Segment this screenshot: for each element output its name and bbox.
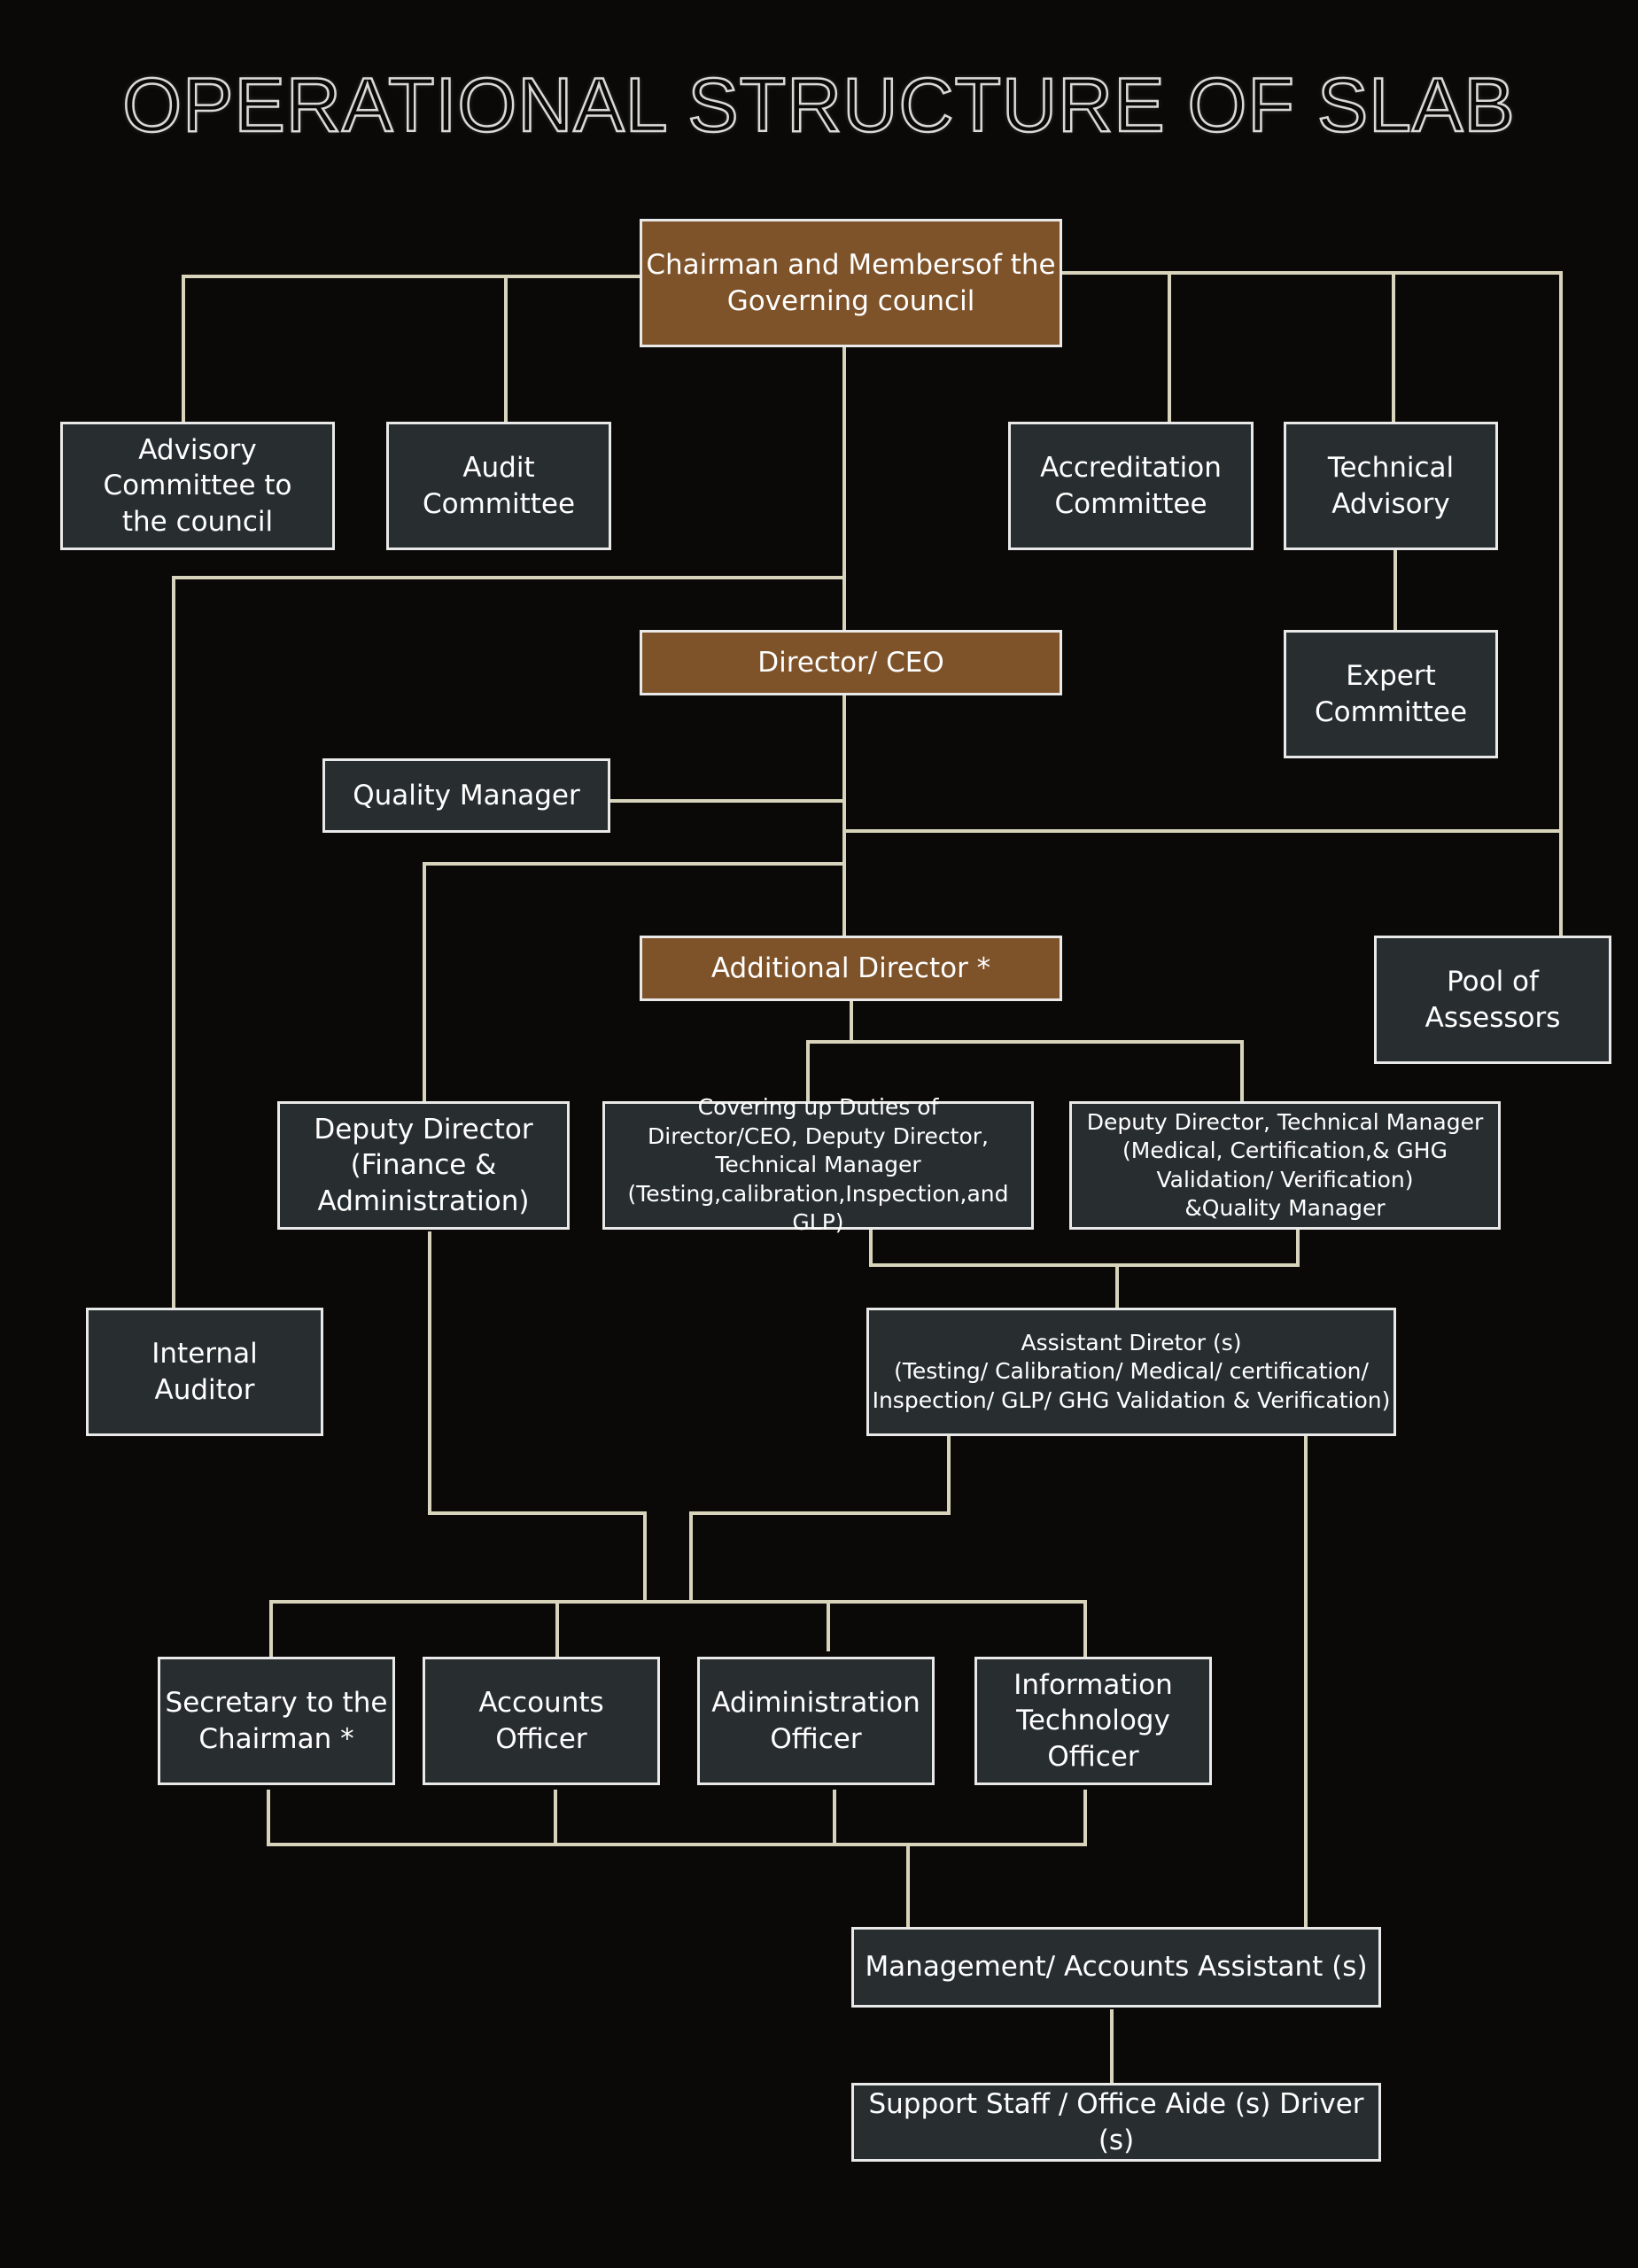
administration-officer-box: Adiministration Officer xyxy=(697,1657,935,1785)
it-officer-box: Information Technology Officer xyxy=(974,1657,1212,1785)
advisory-committee-box: Advisory Committee to the council xyxy=(60,422,335,550)
accounts-officer-box: Accounts Officer xyxy=(423,1657,660,1785)
technical-advisory-box: Technical Advisory xyxy=(1284,422,1498,550)
quality-manager-box: Quality Manager xyxy=(322,758,610,833)
audit-committee-box: Audit Committee xyxy=(386,422,611,550)
deputy-director-technical-box: Deputy Director, Technical Manager (Medi… xyxy=(1069,1101,1501,1230)
management-accounts-assistant-box: Management/ Accounts Assistant (s) xyxy=(851,1927,1381,2008)
expert-committee-box: Expert Committee xyxy=(1284,630,1498,758)
page-title: OPERATIONAL STRUCTURE OF SLAB xyxy=(121,62,1516,150)
support-staff-box: Support Staff / Office Aide (s) Driver (… xyxy=(851,2083,1381,2162)
director-ceo-box: Director/ CEO xyxy=(640,630,1062,695)
covering-duties-box: Covering up Duties of Director/CEO, Depu… xyxy=(602,1094,1034,1235)
internal-auditor-box: Internal Auditor xyxy=(86,1308,323,1436)
additional-director-box: Additional Director * xyxy=(640,936,1062,1001)
chairman-box: Chairman and Membersof the Governing cou… xyxy=(640,219,1062,347)
assistant-director-box: Assistant Diretor (s) (Testing/ Calibrat… xyxy=(866,1308,1396,1436)
pool-of-assessors-box: Pool of Assessors xyxy=(1374,936,1611,1064)
accreditation-committee-box: Accreditation Committee xyxy=(1008,422,1254,550)
deputy-director-finance-box: Deputy Director (Finance & Administratio… xyxy=(277,1101,570,1230)
secretary-to-chairman-box: Secretary to the Chairman * xyxy=(158,1657,395,1785)
